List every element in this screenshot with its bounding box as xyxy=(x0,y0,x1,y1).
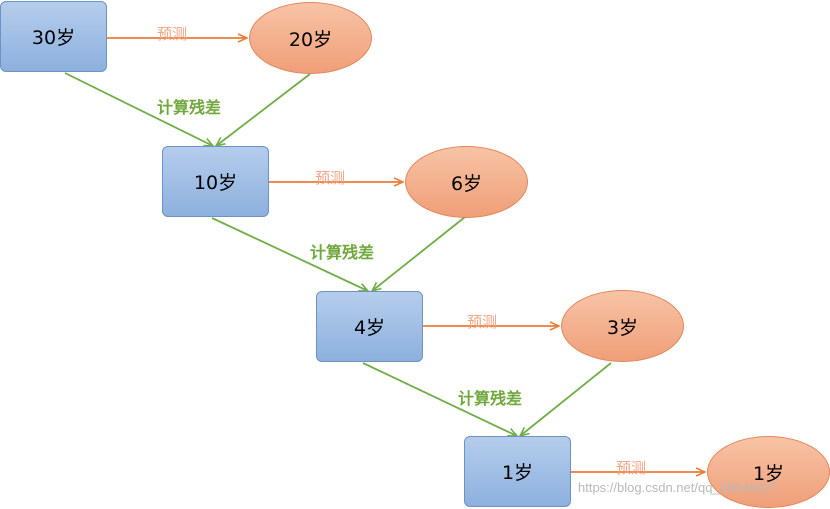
predict-label-4: 预测 xyxy=(616,459,647,477)
residual-arrow-actual-3 xyxy=(362,362,517,436)
predict-label-3: 预测 xyxy=(467,313,498,331)
residual-arrow-pred-2 xyxy=(372,216,466,291)
actual-box-2: 10岁 xyxy=(162,146,269,217)
watermark: https://blog.csdn.net/qq_38646027 xyxy=(578,480,778,495)
predict-label-1: 预测 xyxy=(157,25,188,43)
predict-label-2: 预测 xyxy=(315,169,346,187)
residual-arrow-actual-2 xyxy=(211,217,368,291)
residual-label-1: 计算残差 xyxy=(157,98,222,117)
actual-box-1: 30岁 xyxy=(0,1,107,72)
predicted-oval-4: 1岁 xyxy=(707,436,830,508)
predicted-oval-1: 20岁 xyxy=(249,2,372,74)
residual-label-2: 计算残差 xyxy=(310,243,375,262)
residual-arrow-actual-1 xyxy=(64,72,213,146)
actual-box-3: 4岁 xyxy=(316,291,423,362)
residual-arrow-pred-1 xyxy=(216,73,311,146)
residual-arrow-pred-3 xyxy=(520,362,612,436)
actual-box-4: 1岁 xyxy=(464,436,571,507)
predicted-oval-3: 3岁 xyxy=(561,290,684,362)
residual-label-3: 计算残差 xyxy=(458,389,523,408)
predicted-oval-2: 6岁 xyxy=(405,146,528,218)
